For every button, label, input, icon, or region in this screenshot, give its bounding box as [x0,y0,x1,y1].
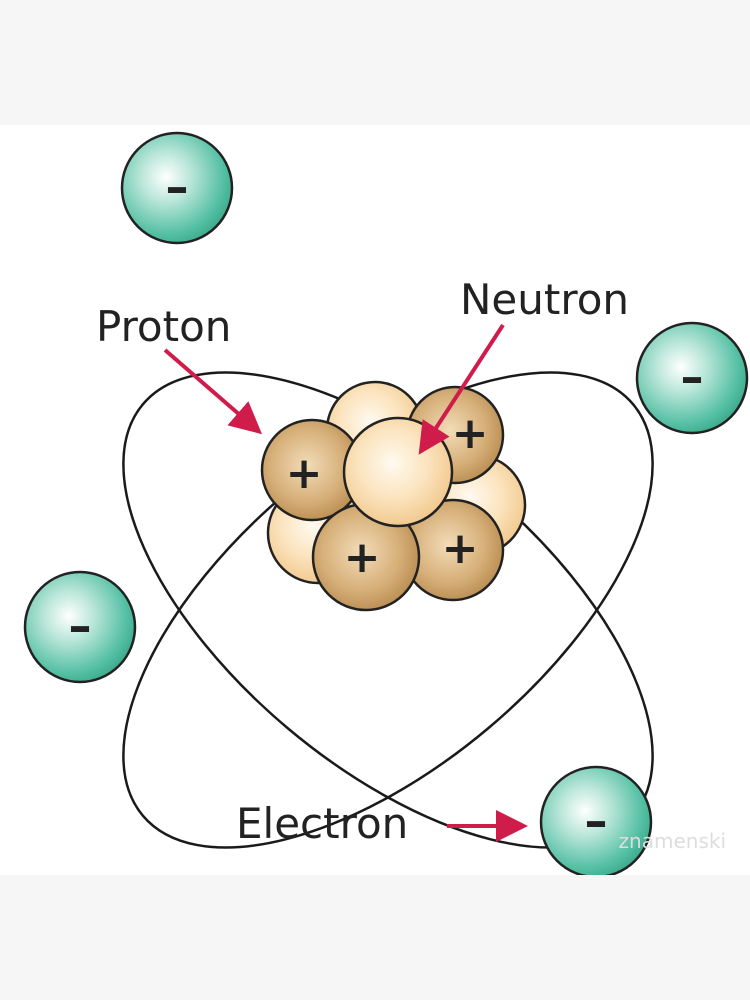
electron-charge: – [69,599,92,653]
proton: + [260,418,364,522]
electron: – [539,765,653,875]
proton-label: Proton [96,302,231,351]
electron-charge: – [166,160,189,214]
neutron-highlighted [342,416,454,528]
proton-charge: + [344,532,381,583]
electron: – [635,321,749,435]
arrow-group [163,323,528,842]
proton-arrow [163,348,263,435]
proton-charge: + [286,448,323,499]
electron-charge: – [585,794,608,848]
electron-group: – – – – [23,131,749,875]
electron: – [23,570,137,684]
neutron-label: Neutron [460,275,629,324]
electron: – [120,131,234,245]
proton: + [401,498,505,602]
electron-charge: – [681,350,704,404]
proton-charge: + [442,523,479,574]
neutron-arrow [418,323,505,455]
watermark: znamenski [619,829,726,853]
proton-charge: + [452,408,489,459]
nucleus: + + + + [260,380,527,612]
electron-label: Electron [236,799,408,848]
diagram-canvas: + + + + – – [0,125,750,875]
atom-diagram: + + + + – – [23,131,749,875]
